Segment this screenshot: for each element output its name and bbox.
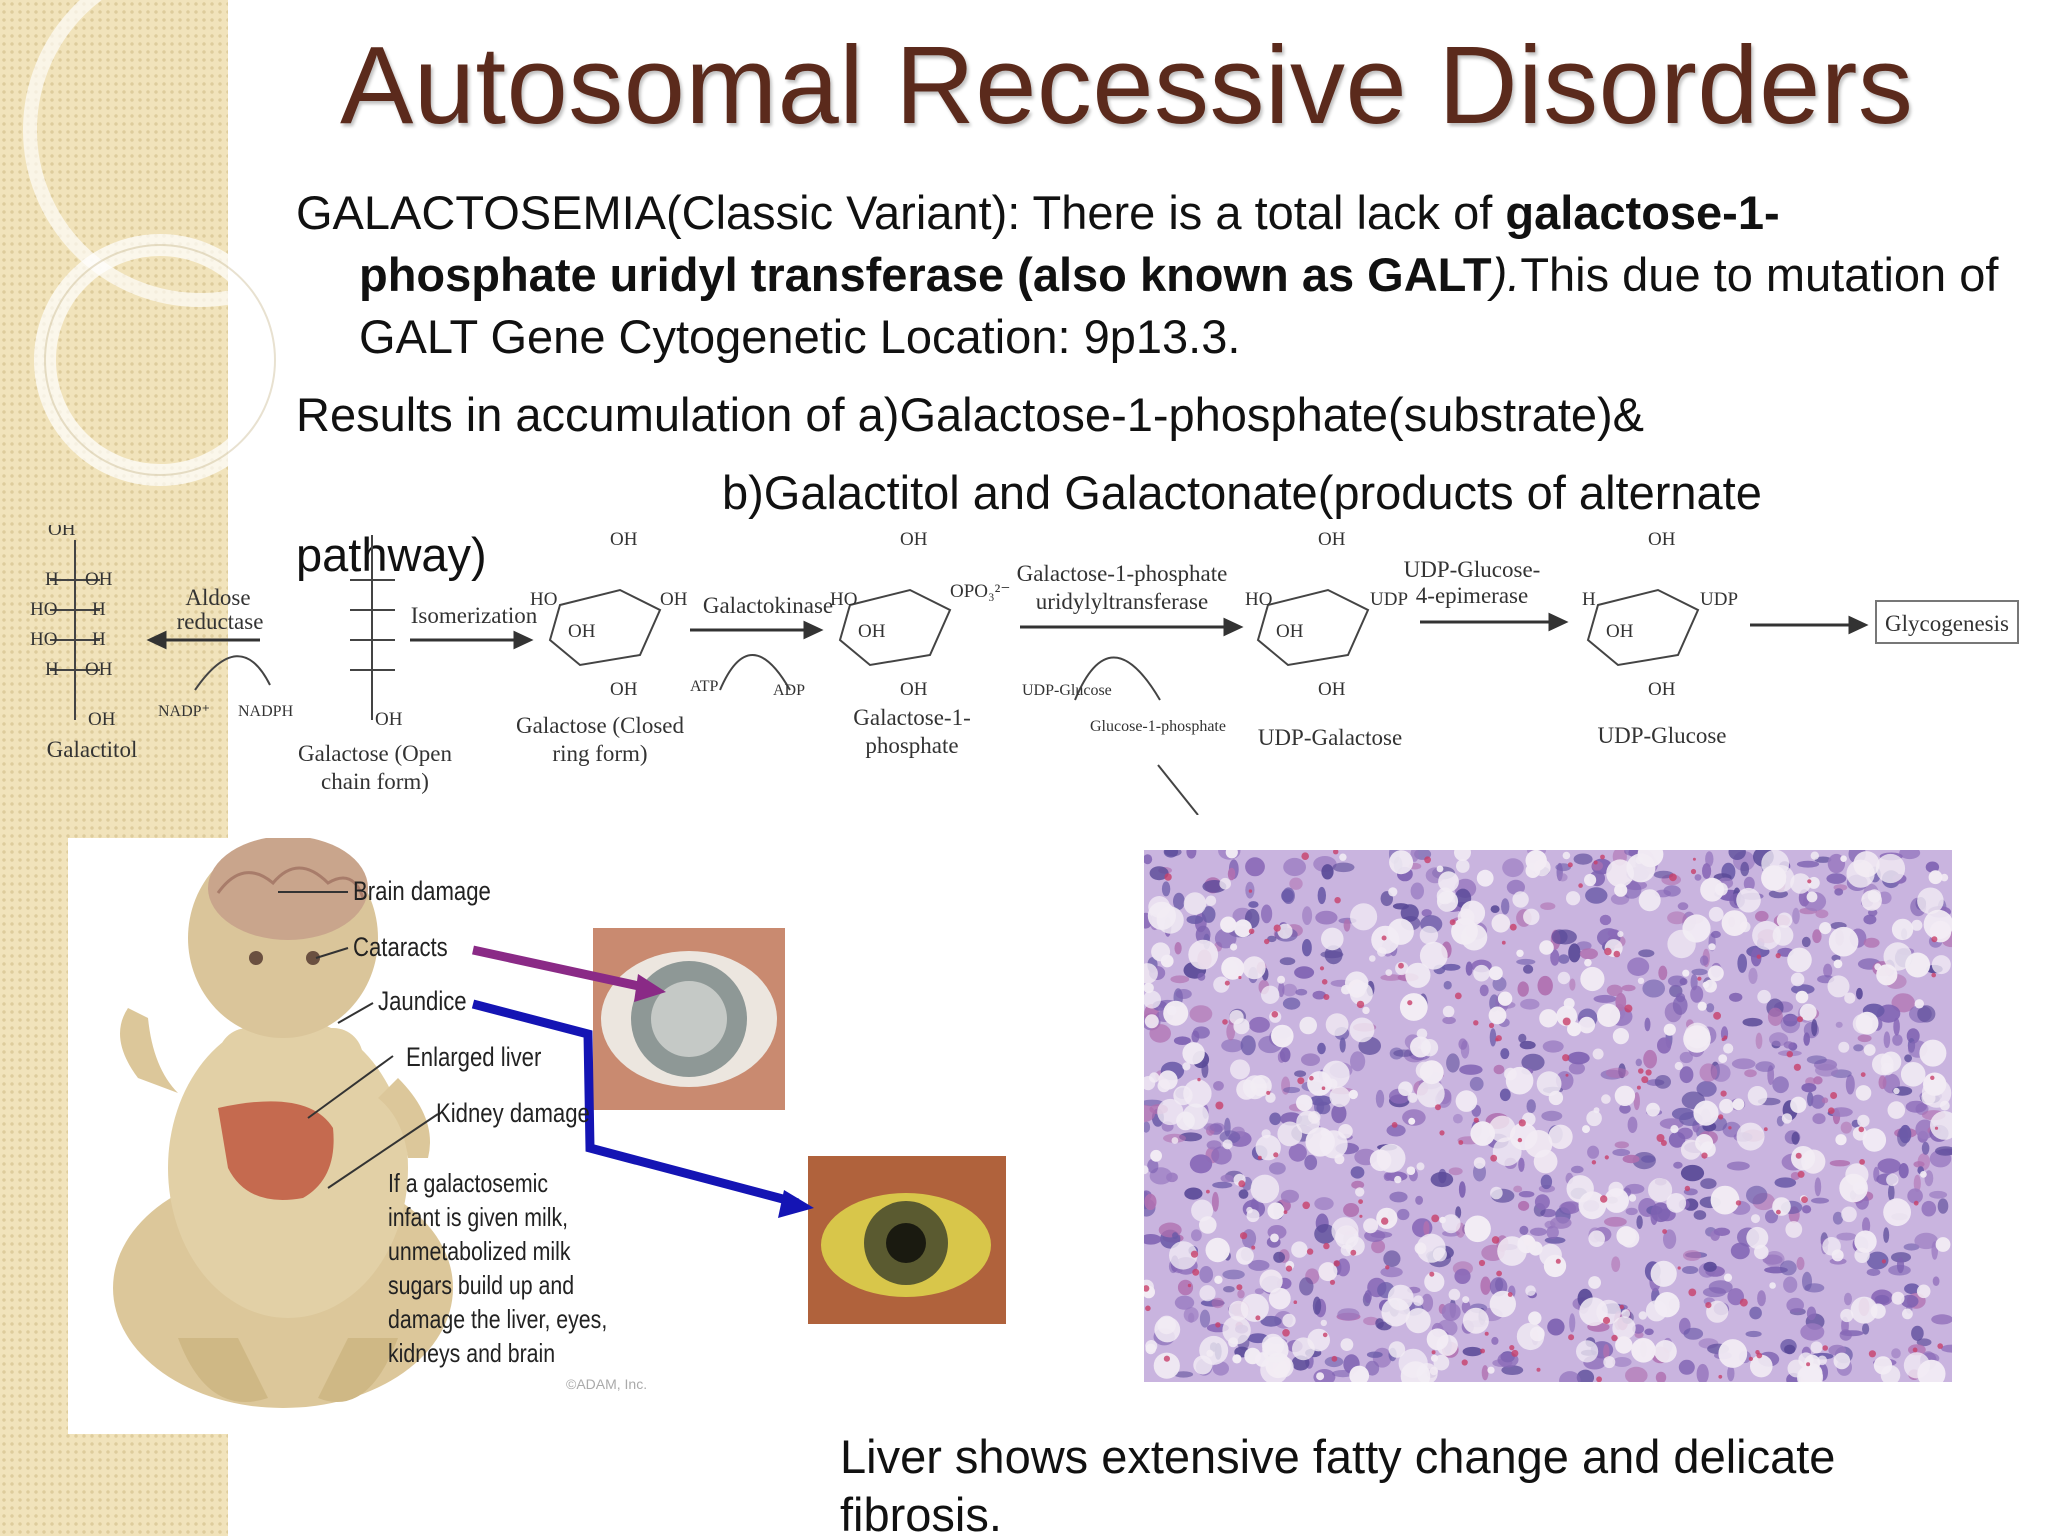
compound-udp-glucose: UDP-Glucose: [1597, 723, 1726, 748]
svg-text:OH: OH: [1318, 529, 1346, 550]
svg-text:H: H: [1582, 589, 1596, 610]
svg-text:H: H: [45, 659, 59, 680]
brain-region: [208, 838, 368, 940]
enlarged-liver: [218, 1101, 334, 1200]
enzyme-galt-2: uridylyltransferase: [1036, 589, 1208, 614]
callout-jaundice: Jaundice: [378, 986, 467, 1016]
compound-g1p-1: Galactose-1-: [853, 705, 971, 730]
svg-text:OH: OH: [900, 679, 928, 700]
cofactor-nadp: NADP⁺: [158, 703, 210, 720]
liver-caption: Liver shows extensive fatty change and d…: [840, 1430, 1836, 1536]
svg-text:OH: OH: [610, 529, 638, 550]
infant-note: If a galactosemic infant is given milk, …: [388, 1166, 607, 1370]
enzyme-galactokinase: Galactokinase: [703, 593, 833, 618]
svg-text:OH: OH: [1648, 529, 1676, 550]
alternate-products-paragraph: b)Galactitol and Galactonate(products of…: [296, 462, 1896, 586]
svg-text:OH: OH: [660, 589, 688, 610]
infant-illustration-panel: Brain damage Cataracts Jaundice Enlarged…: [68, 838, 1028, 1434]
svg-text:HO: HO: [530, 589, 557, 610]
para1-tail: This due to mutation of GALT Gene Cytoge…: [359, 248, 1999, 363]
cofactor-atp: ATP: [690, 678, 719, 695]
svg-text:OH: OH: [1318, 679, 1346, 700]
svg-text:OH: OH: [88, 709, 116, 730]
svg-text:OH: OH: [85, 569, 113, 590]
callout-brain-damage: Brain damage: [353, 876, 491, 906]
para3-text: b)Galactitol and Galactonate(products of…: [296, 466, 1762, 581]
svg-text:OH: OH: [375, 709, 403, 730]
callout-cataracts: Cataracts: [353, 932, 448, 962]
liver-histology-image: [1144, 850, 1952, 1382]
note-line: kidneys and brain: [388, 1338, 556, 1368]
compound-galactitol: Galactitol: [47, 737, 138, 762]
svg-text:OH: OH: [900, 529, 928, 550]
callout-kidney-damage: Kidney damage: [436, 1098, 590, 1128]
enzyme-name: galactose-1-phosphate uridyl transferase…: [359, 186, 1780, 301]
para1-lead: GALACTOSEMIA(Classic Variant): There is …: [296, 186, 1506, 239]
note-line: unmetabolized milk: [388, 1236, 571, 1266]
decorative-rings: [23, 0, 377, 486]
svg-text:OH: OH: [48, 525, 76, 540]
jaundice-arrow: [471, 999, 814, 1218]
accumulation-paragraph: Results in accumulation of a)Galactose-1…: [296, 388, 1645, 441]
cofactor-udp-glucose: UDP-Glucose: [1022, 682, 1112, 699]
note-line: infant is given milk,: [388, 1202, 569, 1232]
note-line: sugars build up and: [388, 1270, 575, 1300]
enzyme-aldose-2: reductase: [177, 609, 264, 634]
infant-figure: [113, 838, 453, 1408]
compound-g1p-2: phosphate: [865, 733, 958, 758]
enzyme-isomerization: Isomerization: [411, 603, 538, 628]
glycogenesis-label: Glycogenesis: [1885, 611, 2009, 636]
svg-text:OH: OH: [1276, 621, 1304, 642]
svg-text:UDP: UDP: [1370, 589, 1408, 610]
compound-udp-galactose: UDP-Galactose: [1258, 725, 1402, 750]
svg-text:OH: OH: [85, 659, 113, 680]
cofactor-glucose-1-phosphate: Glucose-1-phosphate: [1090, 718, 1226, 735]
svg-text:OH: OH: [858, 621, 886, 642]
svg-text:H: H: [45, 569, 59, 590]
svg-text:H: H: [92, 629, 106, 650]
svg-text:HO: HO: [30, 629, 57, 650]
histology-texture: [1144, 850, 1952, 1382]
cataract-arrow: [472, 945, 666, 1002]
compound-galactose-closed-1: Galactose (Closed: [516, 713, 684, 738]
svg-text:OH: OH: [568, 621, 596, 642]
glycogenesis-box: [1875, 600, 2019, 644]
svg-text:OH: OH: [1648, 679, 1676, 700]
compound-galactose-open-1: Galactose (Open: [298, 741, 452, 766]
cofactor-adp: ADP: [773, 682, 805, 699]
compound-galactose-closed-2: ring form): [552, 741, 647, 766]
cofactor-nadph: NADPH: [238, 703, 294, 720]
note-line: damage the liver, eyes,: [388, 1304, 608, 1334]
svg-text:HO: HO: [30, 599, 57, 620]
enzyme-galt-1: Galactose-1-phosphate: [1017, 561, 1228, 586]
enzyme-epimerase-2: 4-epimerase: [1416, 583, 1528, 608]
compound-galactose-open-2: chain form): [321, 769, 429, 794]
svg-text:OH: OH: [610, 679, 638, 700]
svg-text:H: H: [92, 599, 106, 620]
svg-text:UDP: UDP: [1700, 589, 1738, 610]
enzyme-epimerase-1: UDP-Glucose-: [1404, 557, 1541, 582]
copyright: ©ADAM, Inc.: [566, 1376, 648, 1392]
svg-text:OH: OH: [1606, 621, 1634, 642]
slide-title: Autosomal Recessive Disorders: [340, 24, 1914, 147]
galactosemia-paragraph: GALACTOSEMIA(Classic Variant): There is …: [296, 182, 2009, 368]
enzyme-aldose-1: Aldose: [185, 585, 250, 610]
para1-italic: ).: [1491, 248, 1521, 301]
note-line: If a galactosemic: [388, 1168, 548, 1198]
svg-text:OPO₃²⁻: OPO₃²⁻: [950, 581, 1010, 602]
svg-text:HO: HO: [1245, 589, 1272, 610]
infant-illustration: [113, 838, 1006, 1408]
svg-text:HO: HO: [830, 589, 857, 610]
callout-enlarged-liver: Enlarged liver: [406, 1042, 542, 1072]
